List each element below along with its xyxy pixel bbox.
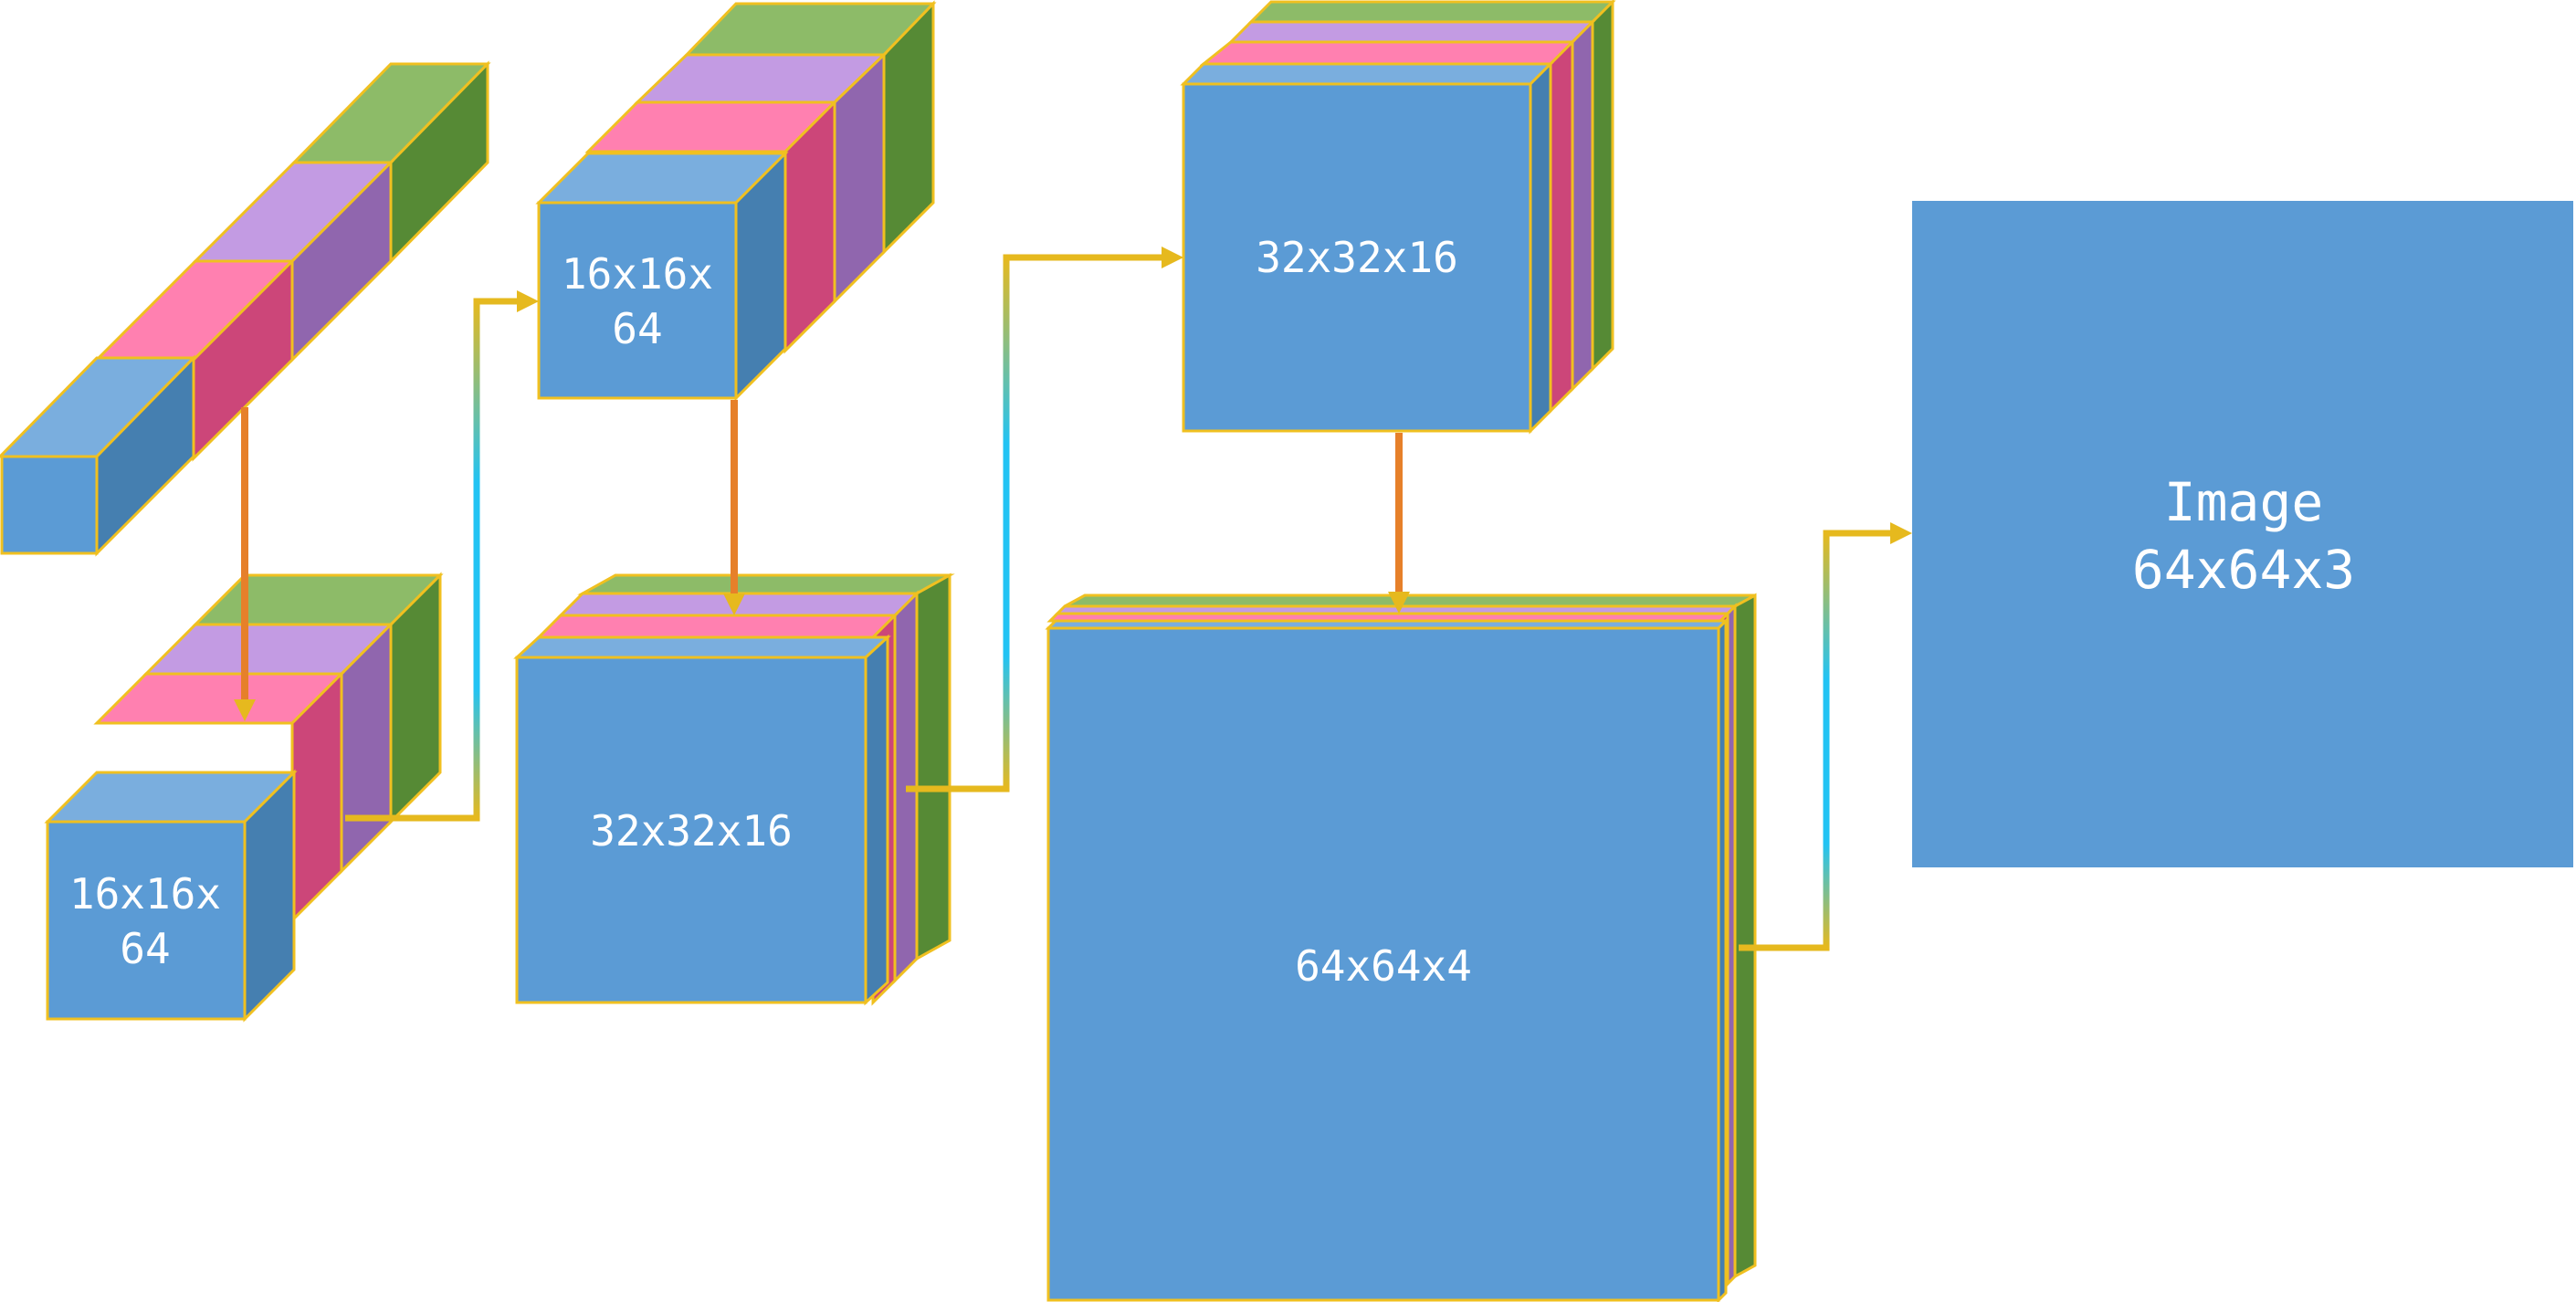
output-image-label-line1: Image (2164, 471, 2324, 533)
arrow-block2-down (723, 400, 745, 615)
block2-input-label-line2: 64 (612, 304, 662, 353)
block2-output-cube (513, 572, 955, 1006)
block1-output-label-line2: 64 (120, 924, 170, 973)
block2-input-cube (535, 0, 937, 402)
input-vector-bar (0, 60, 491, 557)
input-seg-blue (0, 354, 197, 557)
block1-output-cube (44, 572, 444, 1023)
connector-block3-to-image (1739, 522, 1912, 951)
arrow-block1-down (234, 407, 256, 721)
block1-output-label-line1: 16x16x (69, 869, 221, 919)
block3-output-label: 64x64x4 (1295, 941, 1472, 991)
block2-input-label-line1: 16x16x (562, 249, 713, 299)
connector-block1-to-block2 (345, 290, 539, 822)
output-image-label-line2: 64x64x3 (2132, 539, 2355, 601)
arrow-block3-down (1388, 433, 1410, 614)
block2-output-label: 32x32x16 (590, 806, 793, 856)
block3-input-label: 32x32x16 (1256, 233, 1458, 282)
block3-input-cube (1180, 0, 1616, 435)
connector-block2-to-block3 (906, 247, 1183, 793)
block3-output-cube (1045, 593, 1757, 1302)
output-image-box (1912, 201, 2573, 867)
